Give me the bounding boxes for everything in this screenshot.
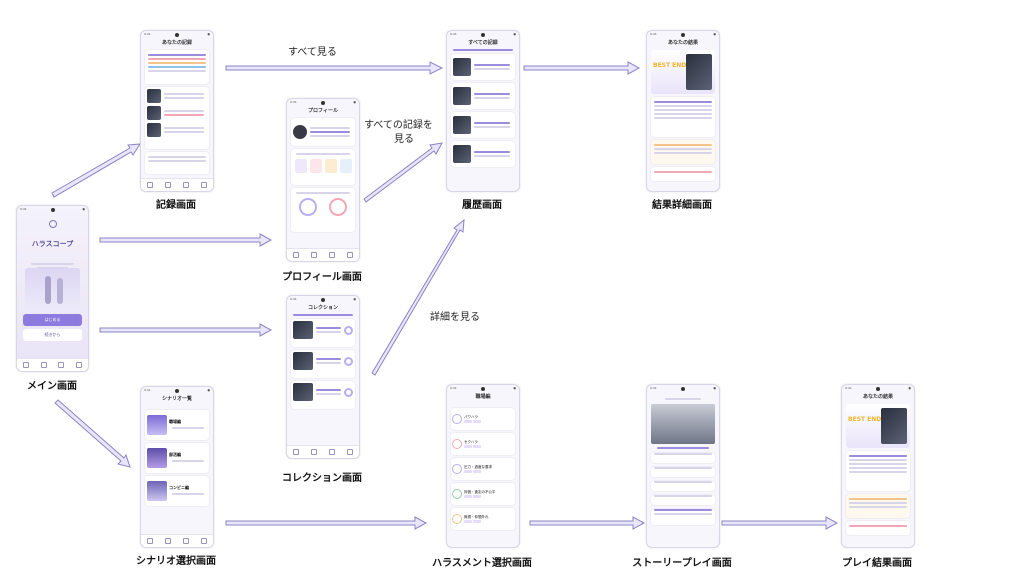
harassment-title: 職場編 — [475, 394, 491, 400]
label-result-detail: 結果詳細画面 — [652, 200, 712, 211]
harassment-name-5: 無視・仲間外れ — [464, 514, 489, 519]
collection-title: コレクション — [307, 305, 338, 311]
harassment-name-4: 評価・査定の不公平 — [464, 489, 496, 494]
harassment-item-1[interactable]: パワハラ — [451, 408, 515, 430]
harassment-item-5[interactable]: 無視・仲間外れ — [451, 508, 515, 530]
label-record: 記録画面 — [156, 200, 196, 211]
phone-main: 9:41● ハラスコープ はじめる 続きから — [16, 205, 89, 372]
arrow-profile-to-history — [363, 142, 443, 203]
harassment-item-2[interactable]: セクハラ — [451, 433, 515, 455]
story-choice-3[interactable] — [651, 481, 715, 491]
continue-button-label: 続きから — [44, 332, 61, 337]
avatar — [293, 125, 307, 139]
story-choice-2[interactable] — [651, 467, 715, 477]
label-scenario: シナリオ選択画面 — [136, 556, 216, 567]
continue-button[interactable]: 続きから — [23, 329, 82, 341]
label-harassment: ハラスメント選択画面 — [432, 558, 532, 569]
arrow-collection-to-history — [371, 218, 465, 376]
collection-icon[interactable] — [58, 362, 65, 368]
harassment-name-1: パワハラ — [464, 414, 478, 419]
phone-record: 9:41● あなたの記録 — [140, 30, 214, 192]
harassment-item-4[interactable]: 評価・査定の不公平 — [451, 483, 515, 505]
play-result-hero: BEST END — [846, 404, 910, 448]
result-detail-title: あなたの結果 — [667, 40, 698, 46]
phone-play-result: 9:41● あなたの結果 BEST END — [841, 384, 915, 548]
label-play-result: プレイ結果画面 — [842, 558, 912, 569]
phone-history: 9:41● すべての記録 — [446, 30, 520, 192]
scenario-name-2: 部活編 — [169, 452, 181, 457]
harassment-name-3: 圧力・過度な要求 — [464, 464, 492, 469]
arrow-history-to-result — [523, 61, 641, 75]
phone-profile: 9:41● プロフィール — [286, 98, 360, 262]
label-history: 履歴画面 — [462, 200, 502, 211]
scenario-name-3: コンビニ編 — [169, 485, 189, 490]
arrow-label-see-all-records-1: すべての記録を — [364, 120, 433, 131]
record-title: あなたの記録 — [161, 40, 192, 46]
arrow-main-to-scenario — [54, 399, 131, 468]
arrow-main-to-record — [51, 143, 141, 198]
scenario-name-1: 職場編 — [169, 419, 181, 424]
harassment-name-2: セクハラ — [464, 439, 478, 444]
scenario-card-club[interactable]: 部活編 — [145, 443, 209, 473]
phone-result-detail: 9:41● あなたの結果 BEST END — [646, 30, 720, 192]
label-profile: プロフィール画面 — [282, 272, 362, 283]
arrow-record-to-history — [225, 61, 444, 75]
crosshair-icon — [49, 220, 57, 228]
scenario-card-store[interactable]: コンビニ編 — [145, 476, 209, 506]
best-end-badge: BEST END — [653, 62, 687, 69]
arrow-scenario-to-harassment — [225, 516, 428, 530]
app-title: ハラスコープ — [31, 240, 74, 248]
arrow-harassment-to-story — [529, 516, 646, 530]
profile-title: プロフィール — [308, 108, 338, 114]
story-scene — [651, 404, 715, 444]
result-hero: BEST END — [651, 50, 715, 94]
phone-scenario: 9:41● シナリオ一覧 職場編 部活編 コンビニ編 — [140, 386, 214, 548]
start-button-label: はじめる — [44, 317, 61, 322]
arrow-story-to-playresult — [721, 516, 839, 530]
label-collection: コレクション画面 — [282, 473, 362, 484]
arrow-label-see-details: 詳細を見る — [430, 312, 480, 323]
play-result-title: あなたの結果 — [862, 394, 893, 400]
label-main: メイン画面 — [27, 381, 77, 392]
phone-story: 9:41● — [646, 384, 720, 548]
hero-illustration — [25, 268, 80, 308]
start-button[interactable]: はじめる — [23, 314, 82, 326]
bottom-nav — [17, 358, 88, 371]
harassment-item-3[interactable]: 圧力・過度な要求 — [451, 458, 515, 480]
play-best-end-badge: BEST END — [848, 416, 882, 423]
arrow-label-see-all-records-2: 見る — [394, 134, 414, 145]
story-choice-1[interactable] — [651, 453, 715, 463]
history-title: すべての記録 — [468, 40, 498, 46]
profile-icon[interactable] — [76, 362, 83, 368]
phone-harassment: 9:41● 職場編 パワハラ セクハラ 圧力・過度な要求 評価・査定の不公平 無… — [446, 384, 520, 548]
arrow-label-see-all: すべて見る — [288, 47, 337, 58]
scenario-card-office[interactable]: 職場編 — [145, 410, 209, 440]
home-icon[interactable] — [22, 362, 29, 368]
arrow-main-to-profile — [99, 233, 273, 247]
phone-collection: 9:41● コレクション — [286, 295, 360, 459]
story-choice-4[interactable] — [651, 495, 715, 505]
arrow-main-to-collection — [99, 323, 273, 337]
label-story: ストーリープレイ画面 — [632, 558, 732, 569]
scenario-title: シナリオ一覧 — [161, 396, 192, 402]
record-icon[interactable] — [40, 362, 47, 368]
